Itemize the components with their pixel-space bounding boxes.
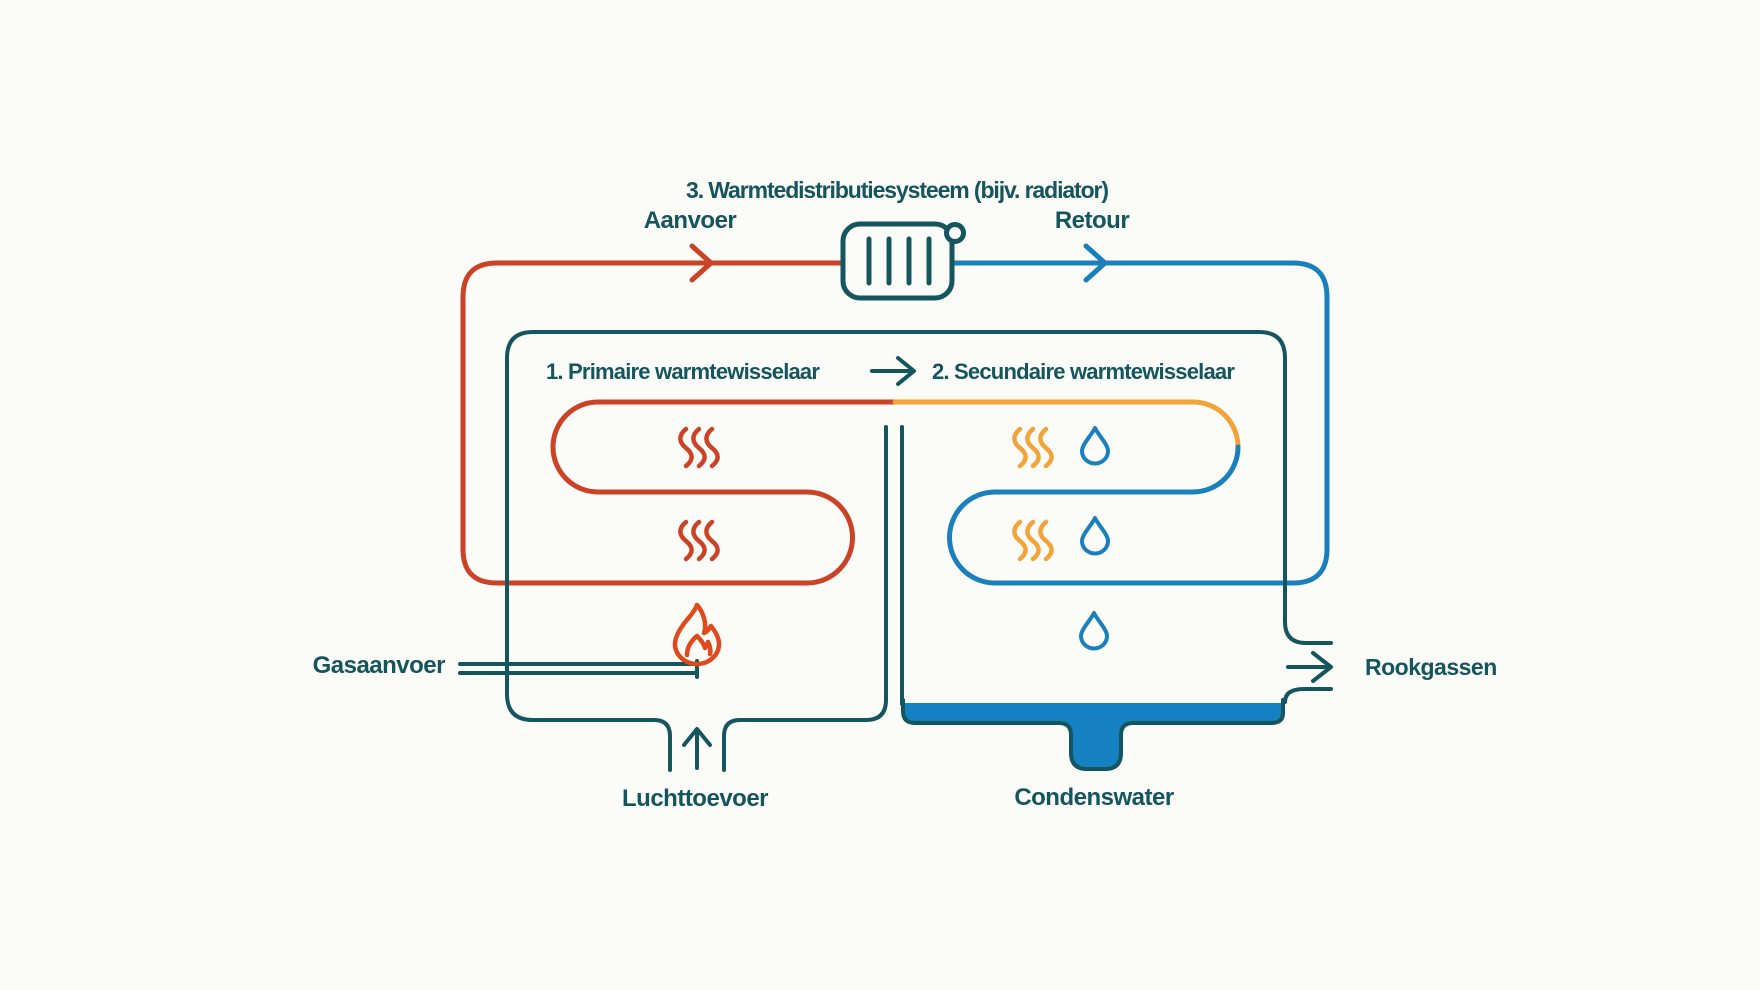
heat-waves-primary-row1 xyxy=(680,429,717,466)
water-drop-icon xyxy=(1080,516,1110,556)
rookgassen-arrow-icon xyxy=(1286,651,1333,683)
flue-lower-stub xyxy=(1283,687,1333,704)
gasaanvoer-label: Gasaanvoer xyxy=(312,652,446,679)
return-line-blue xyxy=(947,243,1330,586)
luchttoevoer-arrow-icon xyxy=(682,727,712,770)
condenswater-label: Condenswater xyxy=(1014,784,1174,811)
aanvoer-arrow-icon xyxy=(689,243,714,283)
heat-waves-primary-row2 xyxy=(680,522,717,559)
diagram-title: 3. Warmtedistributiesysteem (bijv. radia… xyxy=(686,177,1109,203)
heat-waves-secondary-row1 xyxy=(1014,429,1051,466)
condensate-tray-outline xyxy=(901,698,1285,771)
gas-pipe xyxy=(458,659,699,679)
heat-waves-secondary-row2 xyxy=(1014,522,1051,559)
retour-arrow-icon xyxy=(1083,243,1108,283)
secondary-exchanger-label: 2. Secundaire warmtewisselaar xyxy=(932,359,1235,384)
radiator-icon xyxy=(840,221,966,301)
casing-bottom-right-segment xyxy=(722,425,888,772)
boiler-casing xyxy=(505,330,1333,772)
primary-serpentine-path xyxy=(460,260,898,586)
secondary-serpentine-path xyxy=(947,260,1330,586)
casing-left-and-top xyxy=(505,330,1333,772)
luchttoevoer-label: Luchttoevoer xyxy=(621,785,769,812)
retour-label: Retour xyxy=(1054,207,1130,234)
water-drop-icons xyxy=(1079,426,1110,651)
condensate-tray xyxy=(901,698,1285,771)
rookgassen-label: Rookgassen xyxy=(1365,654,1497,680)
primary-exchanger-label: 1. Primaire warmtewisselaar xyxy=(546,359,820,384)
water-drop-icon xyxy=(1080,426,1110,466)
supply-line-red xyxy=(460,243,898,586)
aanvoer-label: Aanvoer xyxy=(643,207,737,234)
water-drop-icon xyxy=(1079,611,1109,651)
flame-icon xyxy=(672,602,722,667)
orange-heating-segment xyxy=(892,399,1241,450)
exchanger-step-arrow-icon xyxy=(870,356,916,386)
condensate-water-fill xyxy=(903,703,1283,769)
